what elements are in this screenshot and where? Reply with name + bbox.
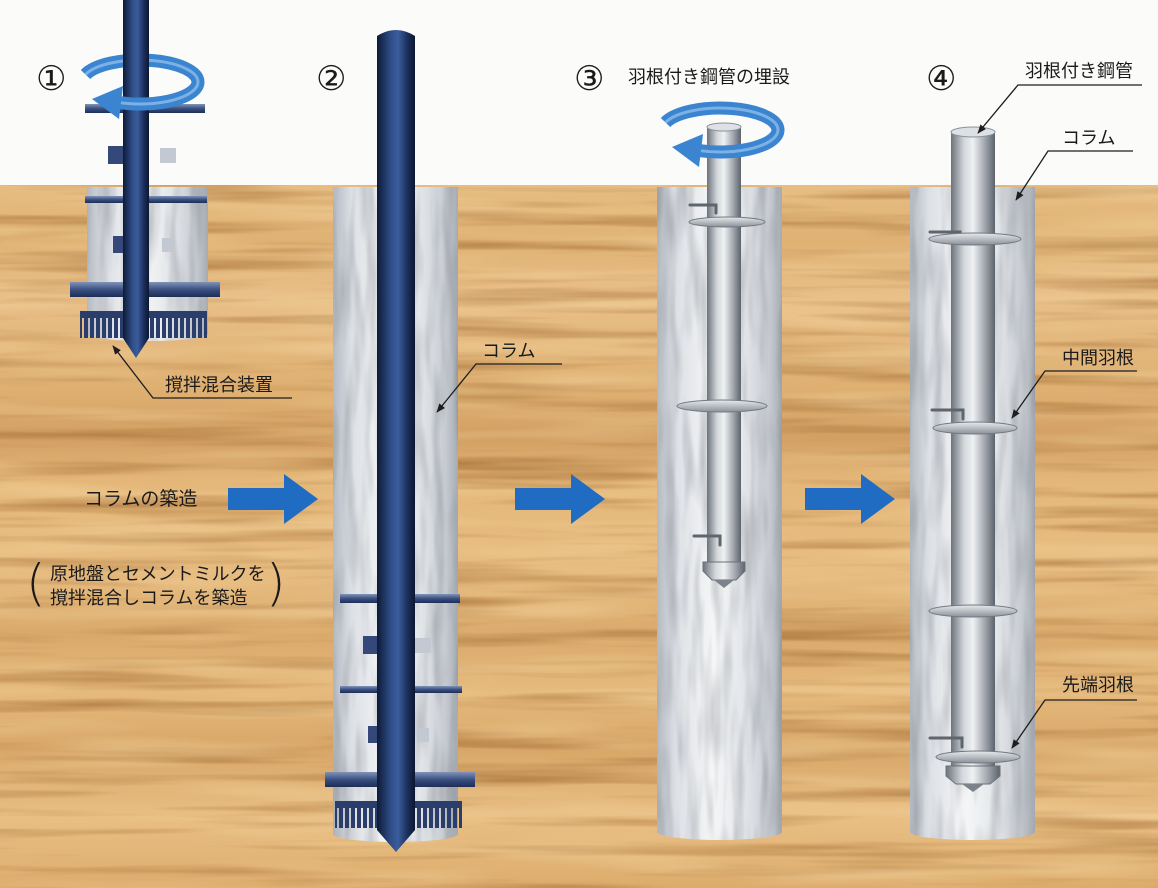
wing-disc xyxy=(688,216,766,228)
step-number-4: ④ xyxy=(926,59,956,99)
steel-pipe-top xyxy=(950,126,996,138)
flow-arrow-2-to-3 xyxy=(515,474,605,524)
mixing-stub-left xyxy=(363,636,379,654)
winged-steel-pipe-step3 xyxy=(676,122,768,588)
winged-steel-pipe-step4 xyxy=(928,126,1022,792)
rotation-arrow-step3-front xyxy=(672,129,785,167)
label-middle-wing: 中間羽根 xyxy=(1062,348,1134,369)
rotation-ribbon-highlight xyxy=(119,81,200,106)
label-tip-wing: 先端羽根 xyxy=(1062,675,1134,696)
label-mixing-device: 撹拌混合装置 xyxy=(165,375,273,396)
leader-tip-wing xyxy=(1011,699,1137,749)
leader-winged-pipe-step4 xyxy=(977,84,1142,134)
rotation-ribbon-front-group xyxy=(699,129,785,159)
label-step3-title: 羽根付き鋼管の埋設 xyxy=(628,67,790,88)
rotation-ribbon-front-group xyxy=(119,81,205,111)
mixing-stub-left xyxy=(108,146,124,164)
step-number-3: ③ xyxy=(574,59,604,99)
mixing-rod-step1 xyxy=(123,0,149,358)
label-winged-pipe: 羽根付き鋼管 xyxy=(1025,61,1133,82)
steel-pipe-body xyxy=(951,132,995,770)
pipe-tip-nut xyxy=(945,765,1001,785)
step-number-2: ② xyxy=(316,59,346,99)
rotation-ribbon-highlight xyxy=(664,106,780,131)
leader-mixing-device xyxy=(112,345,292,399)
leader-column-step4 xyxy=(1015,150,1133,201)
step-number-1: ① xyxy=(36,59,66,99)
pipe-tip-point xyxy=(714,580,734,588)
rotation-arrowhead xyxy=(672,134,703,167)
caption-open-paren: ( xyxy=(26,554,46,612)
caption-close-paren: ) xyxy=(266,554,286,612)
label-column-step2: コラム xyxy=(482,341,535,362)
caption-line-2: 撹拌混合しコラムを築造 xyxy=(50,588,247,609)
flow-arrow-shaft xyxy=(515,488,573,510)
mixing-stub-right xyxy=(162,238,174,252)
wing-bracket xyxy=(930,408,965,421)
mixing-rod-step2 xyxy=(377,30,415,852)
rotation-ribbon-highlight xyxy=(84,58,200,83)
pipe-tip-point xyxy=(962,784,984,792)
flow-arrow-head xyxy=(284,474,318,524)
steel-pipe-top xyxy=(706,122,742,132)
wing-disc xyxy=(676,399,768,413)
wing-bracket xyxy=(928,736,964,749)
leader-middle-wing xyxy=(1011,370,1137,419)
steel-pipe-body xyxy=(707,127,741,565)
wing-bracket xyxy=(692,534,722,547)
flow-arrow-head xyxy=(861,474,895,524)
wing-disc xyxy=(928,604,1018,618)
flow-arrow-1-to-2 xyxy=(228,474,318,524)
rotation-arrow-step1-front xyxy=(92,81,205,119)
rotation-arrow-step1-back xyxy=(80,53,205,83)
flow-arrow-head xyxy=(571,474,605,524)
wing-disc xyxy=(928,232,1022,246)
caption-line-1: 原地盤とセメントミルクを xyxy=(50,564,266,585)
rotation-arrowhead xyxy=(92,86,123,119)
pipe-tip-nut xyxy=(702,561,746,581)
rotation-ribbon-highlight xyxy=(699,129,780,154)
caption-title: コラムの築造 xyxy=(84,488,197,510)
tip-wing-disc xyxy=(935,750,1021,764)
rotation-arrow-step3-back xyxy=(660,101,785,131)
label-column-step4: コラム xyxy=(1062,128,1115,149)
middle-wing-disc xyxy=(932,421,1018,435)
mixing-stub-right xyxy=(417,728,429,742)
flow-arrow-3-to-4 xyxy=(805,474,895,524)
flow-arrow-shaft xyxy=(805,488,863,510)
wing-bracket xyxy=(688,203,718,215)
mixing-stub-right xyxy=(415,638,431,653)
mixing-stub-right xyxy=(160,148,176,163)
flow-arrow-shaft xyxy=(228,488,286,510)
leader-column-step2 xyxy=(436,363,562,413)
